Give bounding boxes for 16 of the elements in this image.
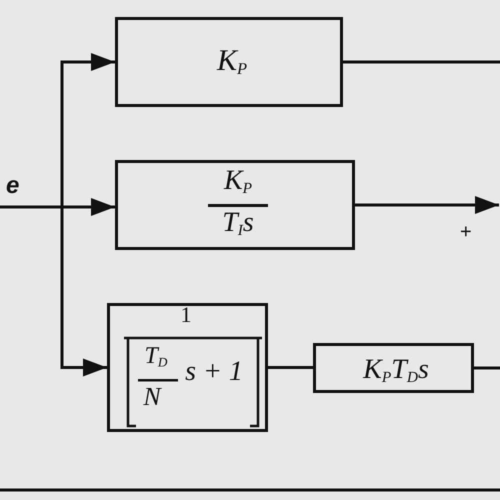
math-expression: N — [143, 384, 161, 410]
math-expression: K$_{P}$ — [216, 46, 248, 78]
transfer-block — [115, 160, 355, 250]
signal-label: e — [6, 174, 20, 198]
math-expression: K$_{P}$T$_{D}$s — [363, 356, 429, 386]
math-expression: T$_{D}$ — [144, 344, 168, 368]
math-expression: 1 — [180, 304, 192, 326]
connector-arrow — [355, 196, 499, 214]
transfer-block — [107, 303, 268, 432]
transfer-block — [313, 343, 474, 393]
math-expression: T$_{I}$s — [222, 209, 254, 238]
transfer-block — [115, 17, 343, 107]
connector-arrow — [0, 206, 107, 376]
math-expression: K$_{P}$ — [224, 167, 252, 196]
math-expression: s + 1 — [185, 358, 243, 386]
sign-label: + — [460, 222, 472, 242]
